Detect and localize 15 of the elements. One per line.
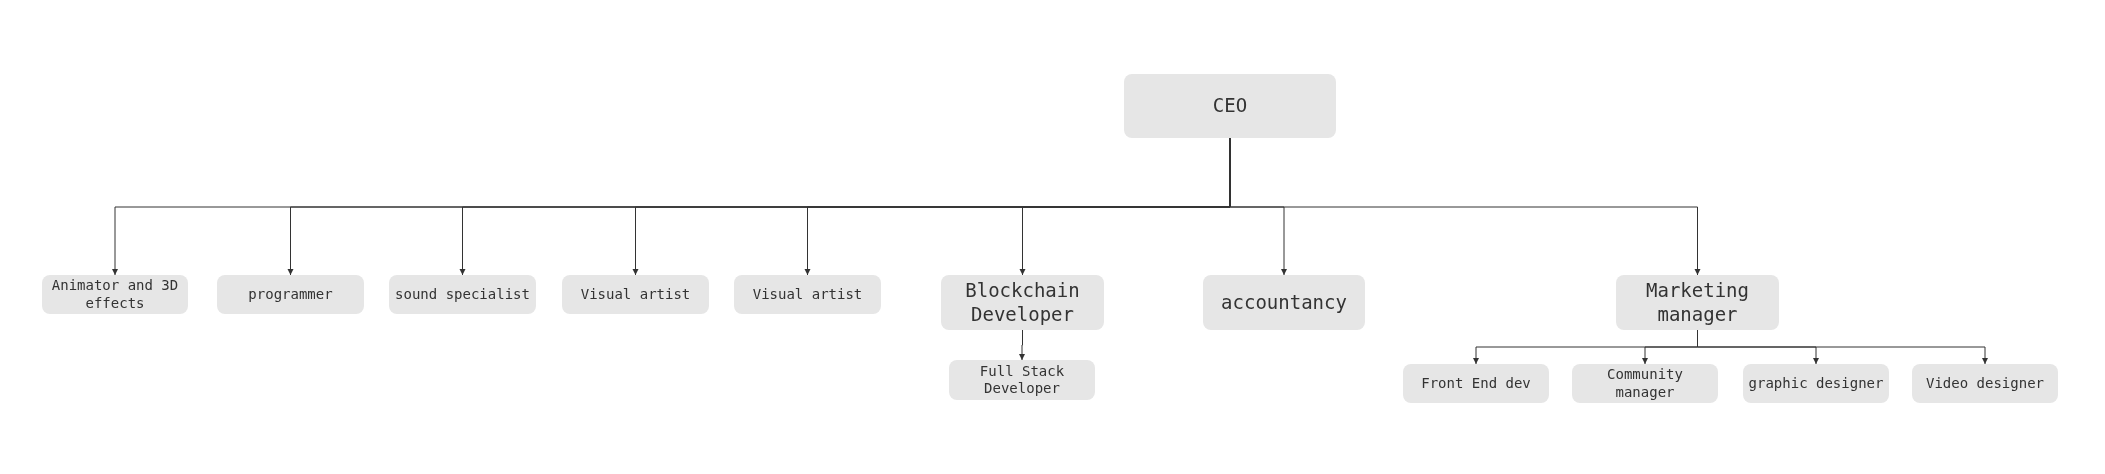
role-box: Community manager: [1572, 364, 1718, 403]
role-box: sound specialist: [389, 275, 536, 314]
role-box: accountancy: [1203, 275, 1365, 330]
role-box: Visual artist: [562, 275, 709, 314]
role-box: graphic designer: [1743, 364, 1889, 403]
role-box: Full Stack Developer: [949, 360, 1095, 400]
connector-arrow: [1019, 329, 1025, 361]
role-box: Animator and 3D effects: [42, 275, 188, 314]
role-box: Video designer: [1912, 364, 2058, 403]
role-box: programmer: [217, 275, 364, 314]
role-box: Front End dev: [1403, 364, 1549, 403]
role-box: Visual artist: [734, 275, 881, 314]
role-box: Blockchain Developer: [941, 275, 1104, 330]
role-box: CEO: [1124, 74, 1336, 138]
role-box: Marketing manager: [1616, 275, 1779, 330]
